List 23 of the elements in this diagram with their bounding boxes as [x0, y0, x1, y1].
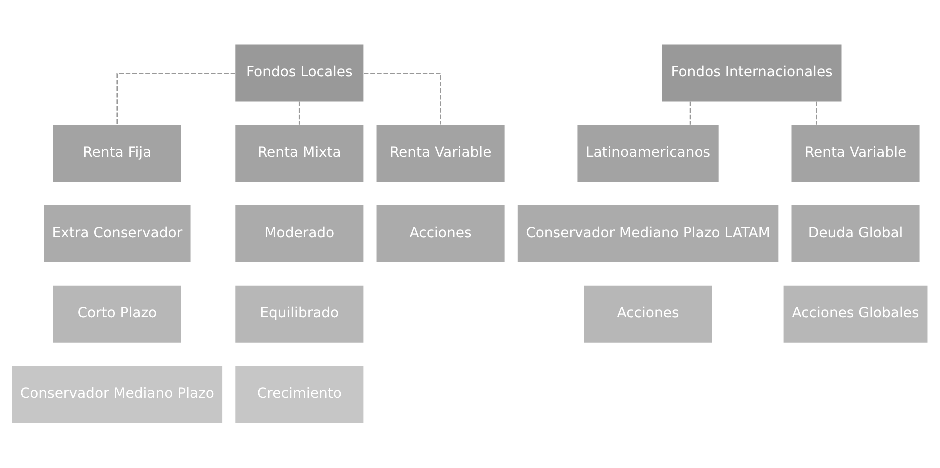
- node-box: Renta Mixta: [236, 125, 364, 182]
- node-box: Conservador Mediano Plazo: [12, 366, 223, 424]
- node-box: Renta Variable: [376, 125, 505, 182]
- connector: [364, 73, 442, 125]
- node-box: Fondos Internacionales: [662, 44, 842, 102]
- node-box: Renta Fija: [53, 125, 182, 182]
- node-box: Latinoamericanos: [578, 125, 719, 182]
- node-box: Crecimiento: [236, 366, 364, 424]
- node-box: Deuda Global: [792, 206, 920, 262]
- node-box: Acciones: [376, 206, 505, 262]
- node-box: Fondos Locales: [236, 44, 364, 102]
- connector: [298, 102, 300, 125]
- node-box: Renta Variable: [792, 125, 920, 182]
- node-box: Corto Plazo: [53, 286, 182, 343]
- node-box: Conservador Mediano Plazo LATAM: [518, 206, 779, 262]
- node-box: Acciones Globales: [784, 286, 928, 343]
- node-box: Acciones: [584, 286, 712, 343]
- node-box: Moderado: [236, 206, 364, 262]
- node-box: Equilibrado: [236, 286, 364, 343]
- node-box: Extra Conservador: [44, 206, 191, 262]
- connector: [816, 102, 818, 125]
- connector: [116, 73, 236, 125]
- connector: [690, 102, 692, 125]
